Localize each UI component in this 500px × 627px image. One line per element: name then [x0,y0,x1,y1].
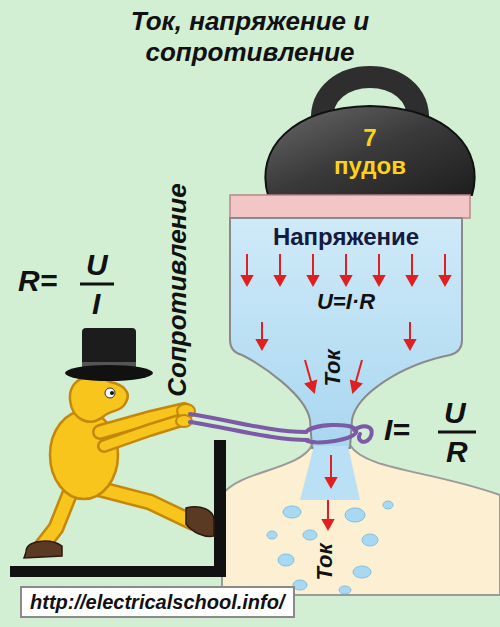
water-drops [267,501,393,594]
resistance-label: Сопротивление [163,183,192,396]
shape-node: 7 пудов [315,118,425,196]
formula-symbol: R= [18,264,57,297]
diagram-title: Ток, напряжение и сопротивление [90,6,410,68]
site-url: http://electricalschool.info/ [30,591,284,613]
weight-label: 7 пудов [325,124,415,179]
current-label: Ток [321,349,345,386]
press-plate [230,195,470,218]
current-label: Ток [313,543,337,580]
fraction-bar [80,283,114,286]
formula-symbol: U [444,396,466,429]
formula-symbol: I= [384,413,410,446]
fraction-bar [438,431,476,434]
shape-node: НапряжениеU=I·R Ток [230,218,462,448]
ohm-formula: U=I·R [230,290,462,314]
formula-symbol: U [86,248,108,281]
rope [190,414,372,442]
formula-symbol: R [446,435,468,468]
water-stream [300,446,360,500]
url-box: http://electricalschool.info/ [20,586,295,618]
water-bottle [230,218,462,448]
formula-symbol: I [92,287,100,320]
kettlebell-body [265,106,474,195]
voltage-label: Напряжение [230,224,462,250]
